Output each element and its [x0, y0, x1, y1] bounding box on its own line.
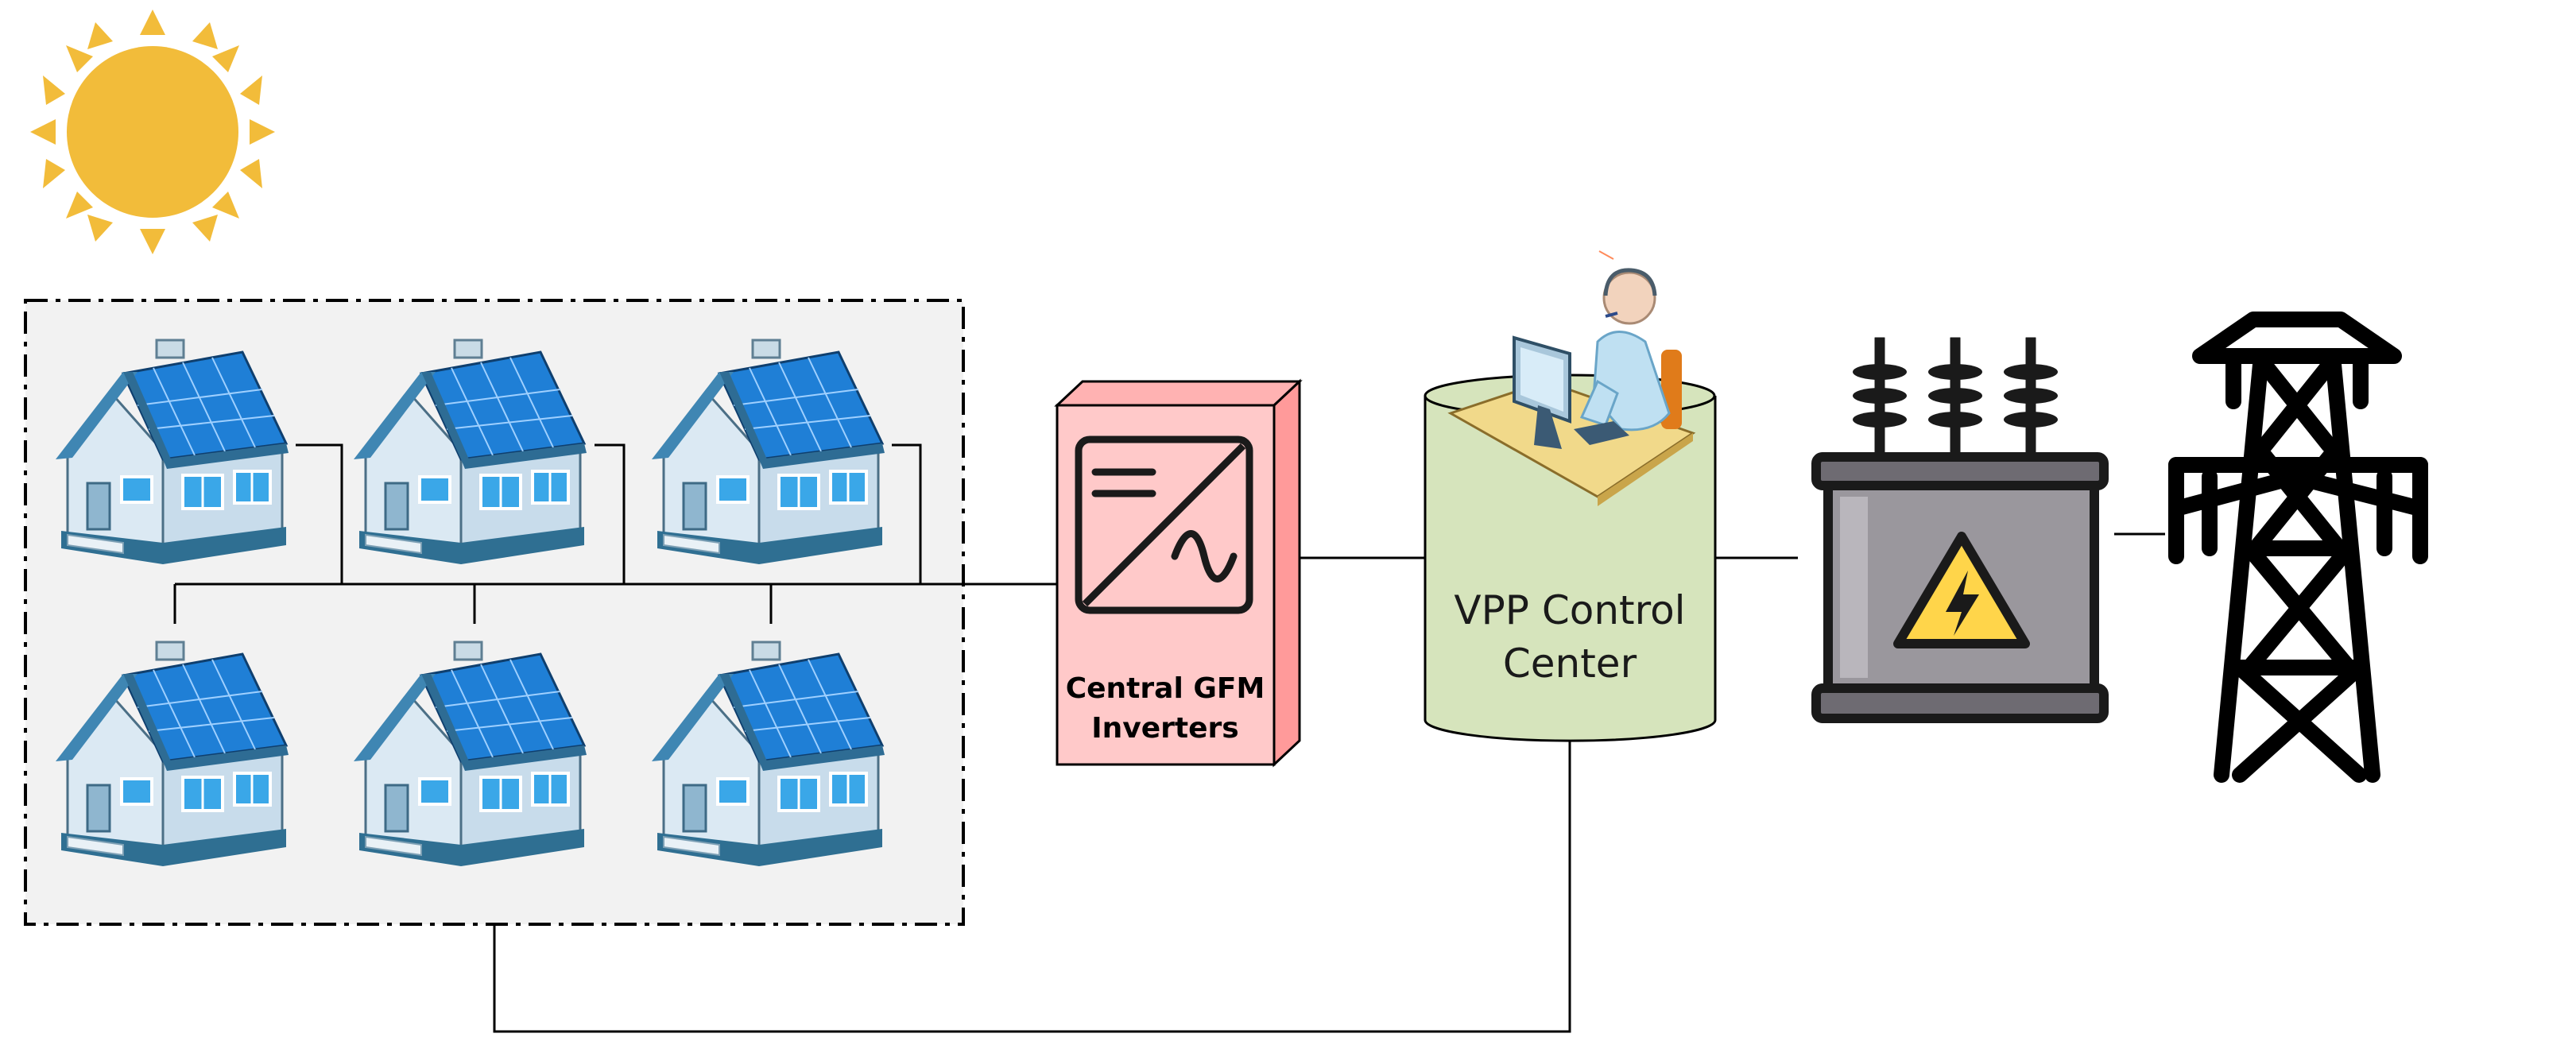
house-row-bottom	[54, 641, 886, 868]
transformer-hazard-icon	[1811, 337, 2109, 723]
vpp-label-line1: VPP Control	[1454, 587, 1685, 633]
sun-icon	[30, 10, 275, 254]
transmission-tower-icon	[2168, 312, 2428, 783]
vpp-label-line2: Center	[1503, 641, 1637, 687]
connection-lines	[173, 443, 2165, 1033]
inverter-label-line1: Central GFM	[1066, 672, 1265, 705]
house-row-top	[54, 339, 886, 566]
inverter-label-line2: Inverters	[1091, 712, 1238, 745]
inverter-symbol-icon	[1075, 435, 1253, 614]
central-inverter-box: Central GFM Inverters	[1054, 378, 1303, 768]
vpp-control-center: VPP Control Center	[1424, 250, 1717, 742]
operator-at-desk-icon	[1447, 250, 1696, 506]
